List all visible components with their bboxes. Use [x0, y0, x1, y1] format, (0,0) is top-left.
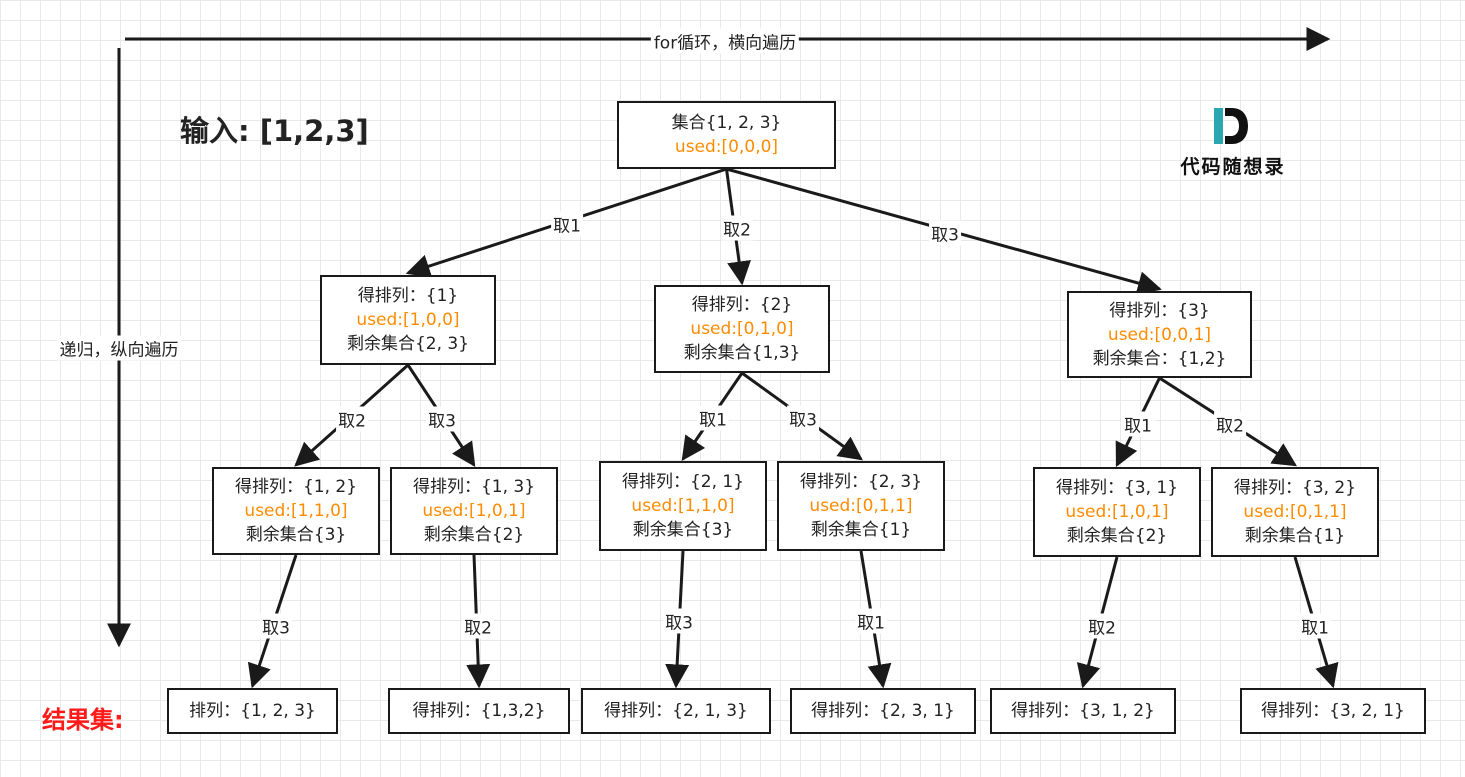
node-line: 得排列：{1} — [357, 286, 459, 306]
node-line: 得排列：{2, 1, 3} — [604, 701, 748, 721]
node-line: 得排列：{1,3,2} — [412, 701, 546, 721]
node-used-line: used:[0,0,1] — [1107, 324, 1212, 345]
node-line: 得排列：{2, 3} — [799, 472, 923, 492]
edge-label: 取2 — [1214, 411, 1246, 437]
node-used-line: used:[0,0,0] — [674, 137, 779, 157]
edge-label: 取3 — [663, 608, 695, 634]
edge-label: 取1 — [855, 608, 887, 634]
node-used-line: used:[1,0,1] — [422, 501, 526, 521]
node-line: 得排列：{1, 2} — [234, 477, 358, 497]
node-used-line: used:[0,1,1] — [1243, 502, 1347, 522]
node-line: 得排列：{3, 2} — [1233, 478, 1357, 498]
node-line: 得排列：{2, 1} — [621, 472, 745, 492]
result-node-2-3-1: 得排列：{2, 3, 1} — [790, 688, 976, 734]
node-take-3-2: 得排列：{3, 2} used:[0,1,1] 剩余集合{1} — [1211, 467, 1379, 557]
node-used-line: used:[1,0,0] — [356, 310, 460, 330]
node-line: 剩余集合{2, 3} — [346, 334, 470, 354]
node-line: 排列：{1, 2, 3} — [189, 701, 316, 721]
node-root: 集合{1, 2, 3} used:[0,0,0] — [617, 101, 836, 169]
result-node-3-1-2: 得排列：{3, 1, 2} — [990, 688, 1176, 734]
node-line: 剩余集合{1} — [810, 520, 912, 540]
node-line: 集合{1, 2, 3} — [671, 113, 782, 133]
node-line: 剩余集合{2} — [423, 525, 525, 545]
edge-label: 取3 — [260, 613, 292, 639]
node-take-1-2: 得排列：{1, 2} used:[1,1,0] 剩余集合{3} — [212, 467, 380, 555]
node-line: 得排列：{3, 2, 1} — [1261, 701, 1405, 721]
logo-text: 代码随想录 — [1180, 156, 1286, 178]
result-node-3-2-1: 得排列：{3, 2, 1} — [1240, 688, 1426, 734]
node-used-line: used:[1,1,0] — [244, 501, 348, 521]
node-line: 剩余集合{2} — [1066, 526, 1168, 546]
edge-label: 取1 — [1122, 411, 1154, 437]
node-line: 得排列：{2} — [691, 295, 793, 315]
node-take-2: 得排列：{2} used:[0,1,0] 剩余集合{1,3} — [654, 285, 830, 373]
node-line: 剩余集合{3} — [245, 525, 347, 545]
node-take-1: 得排列：{1} used:[1,0,0] 剩余集合{2, 3} — [320, 275, 496, 365]
edge-label: 取3 — [787, 405, 819, 431]
edge-label: 取2 — [336, 406, 368, 432]
input-label: 输入: [1,2,3] — [180, 114, 369, 148]
horizontal-axis-label: for循环，横向遍历 — [650, 28, 800, 54]
node-line: 得排列：{1, 3} — [412, 477, 536, 497]
node-take-3-1: 得排列：{3, 1} used:[1,0,1] 剩余集合{2} — [1033, 467, 1201, 557]
node-line: 得排列：{3, 1} — [1055, 478, 1179, 498]
edge-label: 取2 — [1086, 613, 1118, 639]
result-set-label: 结果集: — [42, 706, 124, 734]
node-line: 得排列：{2, 3, 1} — [811, 701, 955, 721]
node-take-1-3: 得排列：{1, 3} used:[1,0,1] 剩余集合{2} — [390, 467, 558, 555]
edge-label: 取2 — [721, 215, 753, 241]
edge-label: 取1 — [551, 211, 583, 237]
vertical-axis-label: 递归，纵向遍历 — [56, 335, 182, 361]
node-line: 剩余集合：{1,2} — [1092, 348, 1227, 369]
node-line: 剩余集合{1,3} — [683, 343, 801, 363]
node-used-line: used:[1,0,1] — [1065, 502, 1169, 522]
node-used-line: used:[0,1,1] — [809, 496, 913, 516]
node-used-line: used:[1,1,0] — [631, 496, 735, 516]
d-logo-icon — [1214, 108, 1248, 144]
result-node-2-1-3: 得排列：{2, 1, 3} — [581, 688, 771, 734]
node-used-line: used:[0,1,0] — [690, 319, 794, 339]
edge-label: 取1 — [697, 405, 729, 431]
node-line: 得排列：{3} — [1109, 300, 1210, 321]
node-take-2-1: 得排列：{2, 1} used:[1,1,0] 剩余集合{3} — [599, 461, 767, 551]
edge-label: 取2 — [462, 613, 494, 639]
edge-label: 取3 — [929, 220, 961, 246]
result-node-1-2-3: 排列：{1, 2, 3} — [167, 688, 338, 734]
node-line: 得排列：{3, 1, 2} — [1011, 701, 1155, 721]
result-node-1-3-2: 得排列：{1,3,2} — [388, 688, 570, 734]
node-line: 剩余集合{1} — [1244, 526, 1346, 546]
node-line: 剩余集合{3} — [632, 520, 734, 540]
edge-label: 取1 — [1299, 613, 1331, 639]
node-take-3: 得排列：{3} used:[0,0,1] 剩余集合：{1,2} — [1067, 291, 1252, 378]
logo: 代码随想录 — [1168, 108, 1298, 180]
edge-label: 取3 — [426, 406, 458, 432]
node-take-2-3: 得排列：{2, 3} used:[0,1,1] 剩余集合{1} — [777, 461, 945, 551]
